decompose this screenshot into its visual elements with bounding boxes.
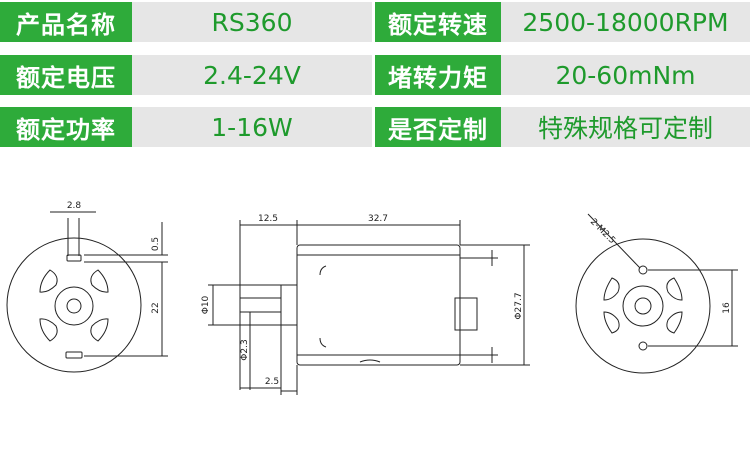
dim-side-phi-10: Φ10 [201, 295, 211, 314]
spec-value-rated-voltage: 2.4-24V [132, 55, 372, 95]
dim-side-2-5: 2.5 [265, 377, 279, 387]
front-view [6, 211, 168, 373]
spec-row-3: 额定功率 1-16W 是否定制 特殊规格可定制 [0, 107, 750, 147]
spec-value-product-name: RS360 [132, 2, 372, 42]
spec-value-customization: 特殊规格可定制 [501, 107, 750, 147]
rear-view [575, 213, 738, 374]
spec-label-product-name: 产品名称 [0, 2, 132, 42]
spec-row-1: 产品名称 RS360 额定转速 2500-18000RPM [0, 2, 750, 42]
spec-label-customization: 是否定制 [375, 107, 501, 147]
dim-front-0-5: 0.5 [151, 237, 161, 251]
technical-drawing: 2.8 0.5 22 12.5 32.7 Φ10 Φ2.3 2.5 Φ27.7 … [6, 201, 738, 395]
dim-side-12-5: 12.5 [258, 214, 278, 224]
dim-rear-2-m2-5: 2-M2.5 [588, 217, 617, 246]
side-view [208, 220, 530, 395]
dim-side-phi-2-3: Φ2.3 [240, 339, 250, 360]
spec-value-stall-torque: 20-60mNm [501, 55, 750, 95]
dim-front-22: 22 [151, 302, 161, 313]
spec-row-2: 额定电压 2.4-24V 堵转力矩 20-60mNm [0, 55, 750, 95]
dim-rear-16: 16 [722, 302, 732, 314]
dim-side-phi-27-7: Φ27.7 [514, 292, 524, 319]
dim-front-2-8: 2.8 [67, 201, 82, 211]
spec-label-rated-voltage: 额定电压 [0, 55, 132, 95]
dim-side-32-7: 32.7 [368, 214, 388, 224]
spec-value-rated-speed: 2500-18000RPM [501, 2, 750, 42]
spec-label-rated-power: 额定功率 [0, 107, 132, 147]
spec-label-stall-torque: 堵转力矩 [375, 55, 501, 95]
spec-label-rated-speed: 额定转速 [375, 2, 501, 42]
spec-value-rated-power: 1-16W [132, 107, 372, 147]
